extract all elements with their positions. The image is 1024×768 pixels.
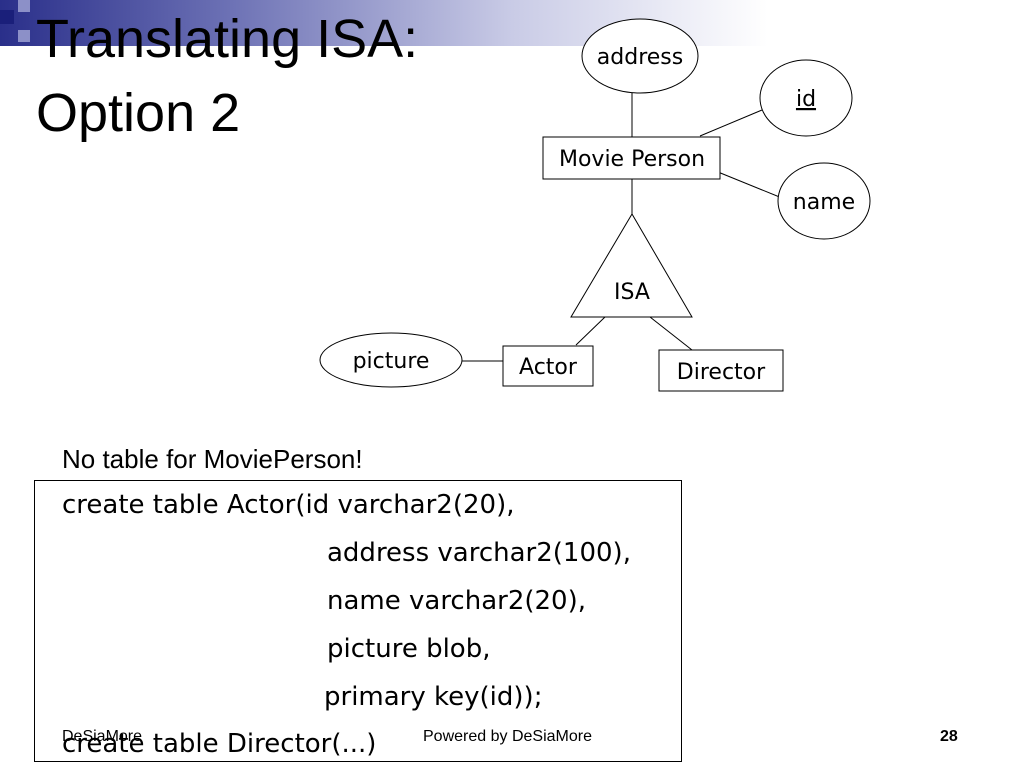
decor-square-light-top [18,0,30,12]
line-director [649,316,693,351]
line-actor [575,316,606,346]
attr-id-ellipse [759,59,853,137]
attr-name-label: name [793,190,855,215]
entity-actor-label: Actor [519,355,578,380]
slide-title-line1: Translating ISA: [36,9,419,69]
title-gradient-bar [0,0,1024,46]
code-line-2: address varchar2(100), [327,538,631,568]
slide-title: Translating ISA: Option 2 [36,2,418,150]
entity-actor-box [502,345,594,387]
code-line-1: create table Actor(id varchar2(20), [62,490,515,520]
entity-movie-person-box [542,136,721,180]
note-text: No table for MoviePerson! [62,444,363,474]
code-line-4: picture blob, [327,634,491,664]
connector-lines [462,93,783,362]
sql-code-box [34,480,682,762]
attr-picture-ellipse [319,332,463,388]
attr-address-ellipse [581,18,699,94]
page-number: 28 [940,728,958,745]
entity-director-box [658,349,784,392]
isa-label: ISA [614,280,650,305]
entity-director-label: Director [677,360,766,385]
attr-id-label: id [796,87,816,112]
decor-square-light-bottom [18,30,30,42]
attr-address-label: address [597,45,683,70]
slide-title-line2: Option 2 [36,83,241,143]
line-id [699,109,763,137]
code-line-3: name varchar2(20), [327,586,587,616]
attr-picture-label: picture [353,349,430,374]
footer-center: Powered by DeSiaMore [423,728,592,745]
code-line-6: create table Director(...) [62,729,377,759]
entity-movie-person-label: Movie Person [559,147,705,172]
footer-left: DeSiaMore [62,728,143,745]
line-name [717,171,783,199]
decor-square-dark [0,10,14,24]
isa-triangle [570,213,693,318]
code-line-5: primary key(id)); [324,682,543,712]
attr-name-ellipse [777,162,871,240]
